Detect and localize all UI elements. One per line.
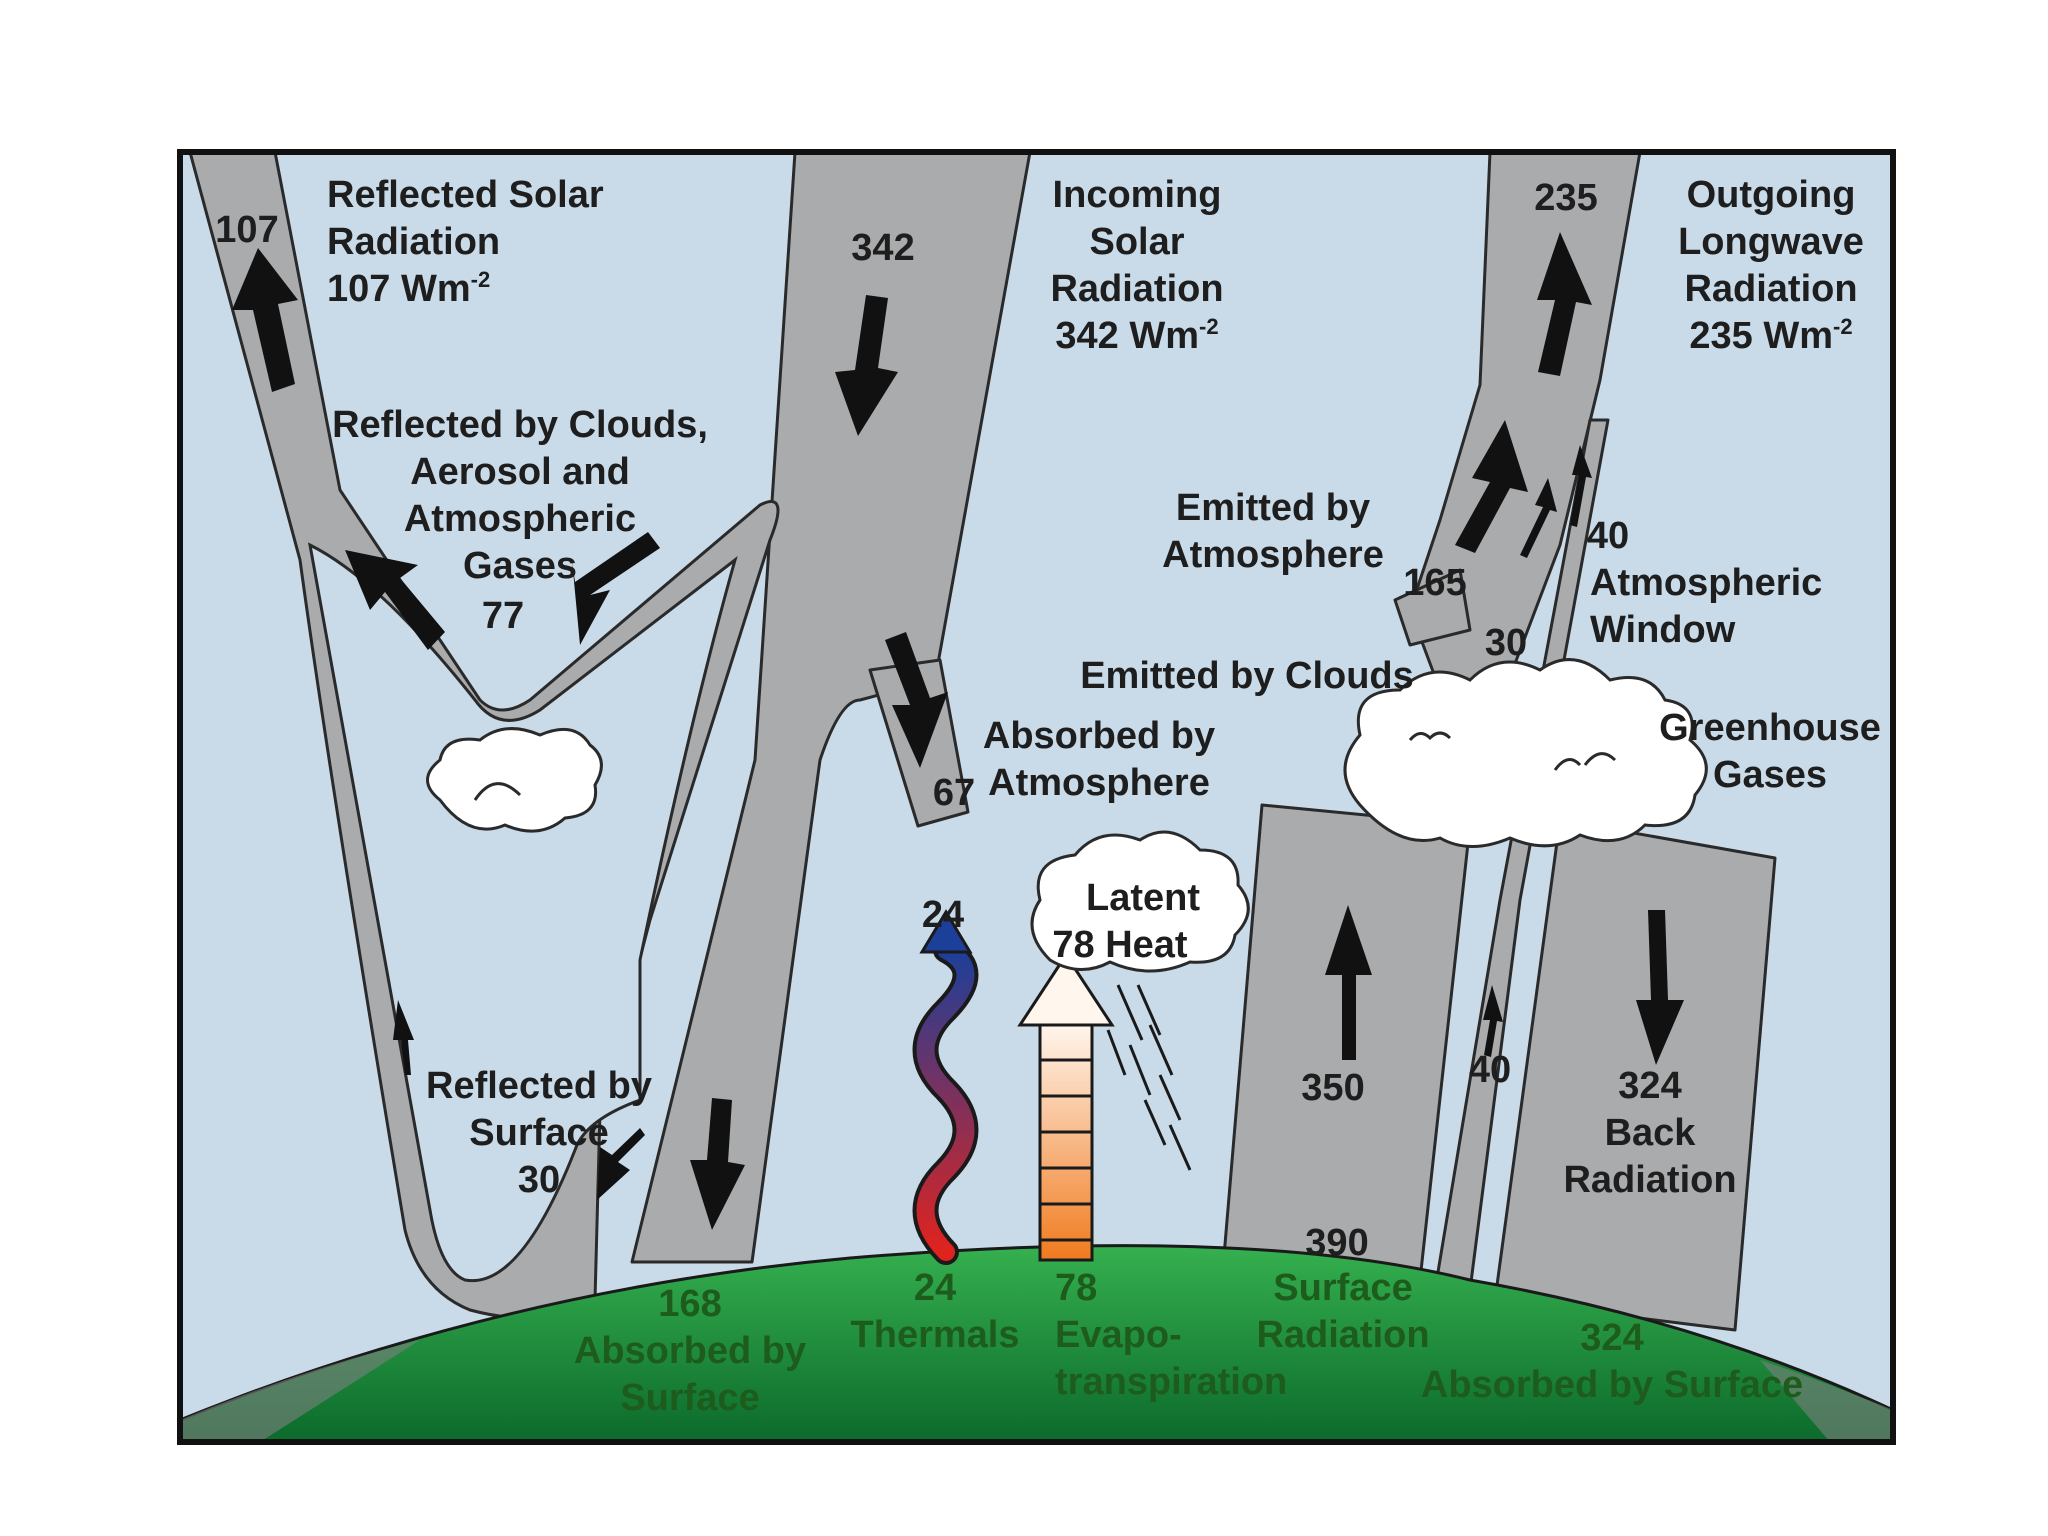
latent-heat-line2: 78 Heat [1052, 924, 1188, 966]
arrow-window-up [1570, 445, 1592, 527]
incoming-line2: Solar [1089, 221, 1184, 263]
absorbed-surface-line1: 168 [658, 1283, 721, 1325]
arrow-reflected-surface [597, 1128, 645, 1200]
flow-arrows [232, 232, 1684, 1230]
reflected-solar-unit: 107 Wm [327, 268, 471, 310]
thermals-arrow-fill [916, 941, 975, 1261]
window-value: 40 [1587, 515, 1629, 557]
thermals-label: Thermals [851, 1314, 1020, 1356]
outgoing-sup: -2 [1833, 314, 1853, 339]
outgoing-line3: Radiation [1684, 268, 1857, 310]
reflected-solar-line3: 107 Wm-2 [327, 267, 490, 310]
back-radiation-line3: Radiation [1563, 1159, 1736, 1201]
outgoing-line2: Longwave [1678, 221, 1864, 263]
back-radiation-beam [1493, 818, 1777, 1332]
back-radiation-line2: Back [1605, 1112, 1697, 1154]
absorbed-atmos-line2: Atmosphere [988, 762, 1210, 804]
arrow-surface-up [1325, 905, 1372, 1060]
incoming-unit: 342 Wm [1055, 315, 1199, 357]
evapo-arrowhead [1017, 952, 1115, 1027]
absorbed-back-value: 324 [1580, 1317, 1643, 1359]
surface-window-value: 40 [1469, 1049, 1511, 1091]
arrow-surface-up-left [393, 1000, 414, 1075]
evapo-line1: Evapo- [1055, 1314, 1182, 1356]
window-line2: Window [1590, 609, 1736, 651]
thermals-top-value: 24 [922, 894, 964, 936]
small-cloud [426, 727, 603, 833]
emitted-clouds-label: Emitted by Clouds [1080, 655, 1414, 697]
evapo-segments [1040, 1058, 1092, 1242]
ground-shade [180, 1340, 420, 1442]
arrow-clouds-left [345, 550, 445, 650]
latent-heat-cloud [1030, 830, 1250, 973]
emitted-atmosphere-patch [1393, 568, 1472, 647]
greenhouse-line1: Greenhouse [1659, 707, 1881, 749]
arrow-incoming-down [835, 295, 898, 436]
absorbed-back-label: Absorbed by Surface [1421, 1364, 1803, 1406]
surface-radiation-value: 390 [1305, 1222, 1368, 1264]
reflected-solar-sup: -2 [471, 267, 491, 292]
incoming-line3: Radiation [1050, 268, 1223, 310]
arrow-clouds-in [572, 532, 660, 645]
surface-radiation-line1: Surface [1273, 1267, 1412, 1309]
emitted-clouds-value: 30 [1485, 622, 1527, 664]
diagram-frame [177, 149, 1896, 1445]
outgoing-unit: 235 Wm [1689, 315, 1833, 357]
arrow-window-surface [1483, 985, 1503, 1057]
outgoing-line4: 235 Wm-2 [1689, 314, 1852, 357]
reflected-clouds-line2: Aerosol and [410, 451, 630, 493]
reflected-surface-line2: Surface [469, 1112, 608, 1154]
reflected-clouds-line4: Gases [463, 545, 577, 587]
small-cloud-detail [473, 782, 522, 801]
surface-radiation-line2: Radiation [1256, 1314, 1429, 1356]
rain-lines [1106, 984, 1192, 1171]
latent-heat-line1: Latent [1086, 877, 1200, 919]
greenhouse-line2: Gases [1713, 754, 1827, 796]
arrow-surface-down [690, 1098, 745, 1230]
reflected-solar-line2: Radiation [327, 221, 500, 263]
incoming-value: 342 [851, 227, 914, 269]
absorbed-atmos-line1: Absorbed by [983, 715, 1215, 757]
arrow-clouds-up [1520, 478, 1557, 558]
thermals-arrowhead [919, 909, 973, 954]
labels: 107 Reflected Solar Radiation 107 Wm-2 3… [215, 174, 1881, 1419]
big-cloud-detail [1408, 731, 1617, 771]
ground-shade-right [1760, 1360, 1893, 1442]
absorbed-surface-line3: Surface [620, 1377, 759, 1419]
thermals-value: 24 [914, 1267, 956, 1309]
absorbed-surface-line2: Absorbed by [574, 1330, 806, 1372]
evapo-value: 78 [1055, 1267, 1097, 1309]
reflected-clouds-value: 77 [482, 595, 524, 637]
reflected-clouds-line3: Atmospheric [404, 498, 636, 540]
arrow-reflected-up [232, 248, 298, 392]
incoming-line1: Incoming [1053, 174, 1222, 216]
emitted-atmos-line1: Emitted by [1176, 487, 1370, 529]
back-radiation-line1: 324 [1618, 1065, 1681, 1107]
emitted-atmos-value: 165 [1403, 562, 1466, 604]
outgoing-line1: Outgoing [1687, 174, 1856, 216]
incoming-solar-beam [630, 152, 1032, 1264]
reflected-surface-line3: 30 [518, 1159, 560, 1201]
reflected-solar-inner [307, 542, 738, 1283]
surface-rad-value: 350 [1301, 1067, 1364, 1109]
arrow-absorbed [885, 632, 948, 768]
window-line1: Atmospheric [1590, 562, 1822, 604]
arrow-back-down [1636, 910, 1684, 1065]
evapo-line2: transpiration [1055, 1361, 1287, 1403]
evapo-bar [1038, 1022, 1094, 1262]
reflected-solar-line1: Reflected Solar [327, 174, 604, 216]
reflected-solar-value: 107 [215, 209, 278, 251]
outgoing-value: 235 [1534, 177, 1597, 219]
incoming-sup: -2 [1199, 314, 1219, 339]
emitted-atmos-line2: Atmosphere [1162, 534, 1384, 576]
ground [180, 1244, 1893, 1442]
reflected-surface-line1: Reflected by [426, 1065, 652, 1107]
reflected-clouds-line1: Reflected by Clouds, [332, 404, 708, 446]
arrow-emitted-atmos [1455, 420, 1528, 553]
incoming-line4: 342 Wm-2 [1055, 314, 1218, 357]
arrow-outgoing-up [1537, 232, 1592, 376]
absorbed-atmos-value: 67 [933, 772, 975, 814]
big-cloud [1343, 658, 1708, 848]
